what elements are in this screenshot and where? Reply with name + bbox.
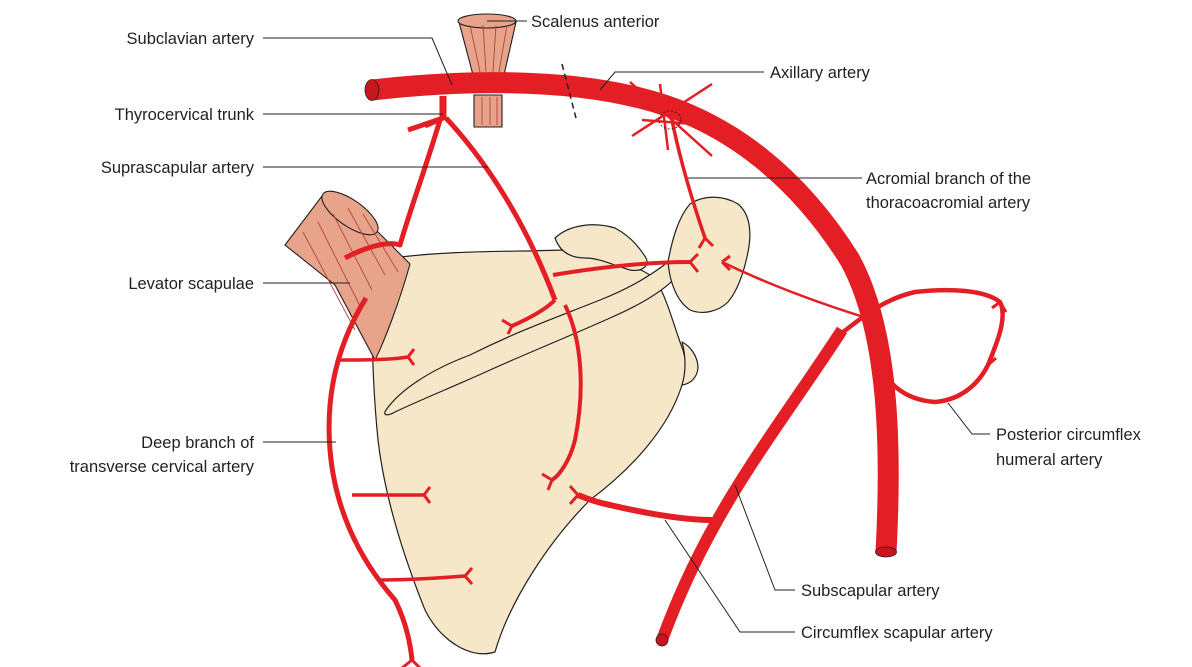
label-acromial-branch-line2: thoracoacromial artery — [866, 194, 1031, 212]
label-subscapular-artery: Subscapular artery — [801, 582, 940, 600]
label-subclavian-artery: Subclavian artery — [127, 30, 255, 48]
acromion — [668, 197, 750, 312]
scapula-body — [372, 250, 687, 654]
label-deep-branch-line1: Deep branch of — [141, 434, 254, 452]
label-levator-scapulae: Levator scapulae — [128, 275, 254, 293]
label-posterior-circumflex-line2: humeral artery — [996, 451, 1103, 469]
scalenus-anterior-muscle — [458, 14, 516, 127]
label-scalenus-anterior: Scalenus anterior — [531, 13, 660, 31]
label-deep-branch-line2: transverse cervical artery — [70, 458, 255, 476]
circumflex-scapular-artery — [578, 495, 712, 520]
label-circumflex-scapular-artery: Circumflex scapular artery — [801, 624, 993, 642]
subclavian-cut-end — [365, 80, 379, 101]
label-acromial-branch-line1: Acromial branch of the — [866, 170, 1031, 188]
label-thyrocervical-trunk: Thyrocervical trunk — [115, 106, 255, 124]
label-suprascapular-artery: Suprascapular artery — [101, 159, 255, 177]
label-axillary-artery: Axillary artery — [770, 64, 871, 82]
axillary-cut-end — [876, 547, 897, 557]
label-posterior-circumflex-line1: Posterior circumflex — [996, 426, 1142, 444]
